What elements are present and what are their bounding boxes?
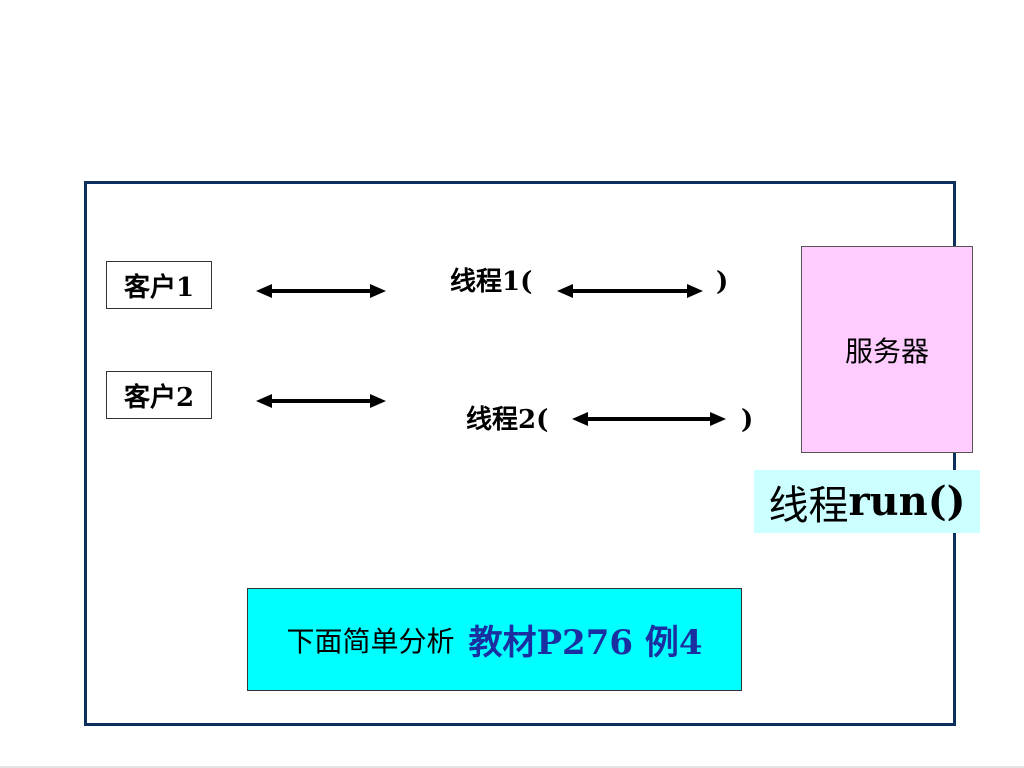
- thread-2-close-paren: ): [741, 405, 754, 435]
- server-box: 服务器: [801, 246, 973, 453]
- client-2-arrow: [256, 394, 386, 408]
- client-2-box: 客户2: [106, 371, 212, 419]
- analysis-note-box: 下面简单分析 教材P276 例4: [247, 588, 742, 691]
- thread-2-arrow: [572, 412, 726, 426]
- thread-2-label: 线程2(: [466, 405, 549, 435]
- thread-run-method: run(): [848, 478, 966, 525]
- client-2-label: 客户2: [123, 382, 195, 413]
- thread-1-arrow: [557, 284, 703, 298]
- thread-run-prefix: 线程: [768, 482, 849, 529]
- diagram-frame: [84, 181, 956, 726]
- thread-1-label: 线程1(: [450, 267, 533, 297]
- client-1-label: 客户1: [123, 272, 195, 303]
- server-label: 服务器: [844, 334, 929, 368]
- analysis-note-text: 下面简单分析: [286, 624, 455, 658]
- client-1-arrow: [256, 284, 386, 298]
- slide-bottom-divider: [0, 766, 1024, 768]
- thread-1-close-paren: ): [716, 267, 729, 297]
- client-1-box: 客户1: [106, 261, 212, 309]
- textbook-reference: 教材P276 例4: [468, 623, 703, 663]
